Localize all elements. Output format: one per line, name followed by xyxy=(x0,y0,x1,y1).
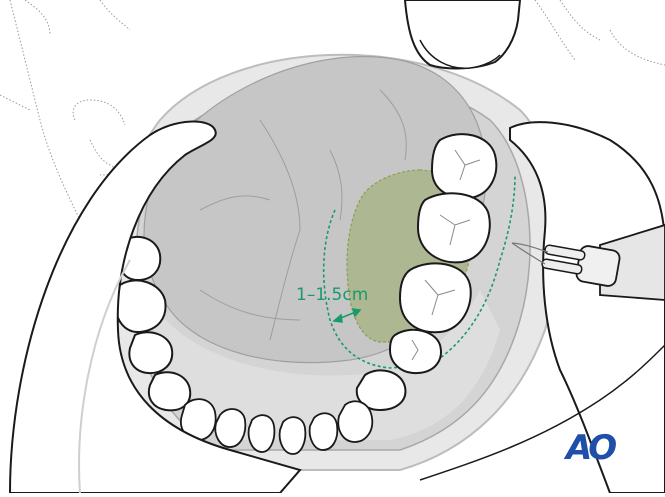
surgical-instrument xyxy=(511,224,665,301)
ao-logo: AO xyxy=(566,428,617,468)
left-lower-teeth xyxy=(114,235,192,412)
tooth-fissures xyxy=(411,149,481,361)
right-cheek-retractor xyxy=(509,121,665,494)
anterior-teeth xyxy=(180,398,374,455)
measurement-label: 1–1.5cm xyxy=(296,285,369,305)
dashed-boundary xyxy=(322,174,516,369)
tongue-folds xyxy=(199,89,407,341)
measurement-arrow xyxy=(332,308,362,323)
left-cheek-retractor xyxy=(8,120,302,494)
floor-of-mouth xyxy=(150,290,500,440)
